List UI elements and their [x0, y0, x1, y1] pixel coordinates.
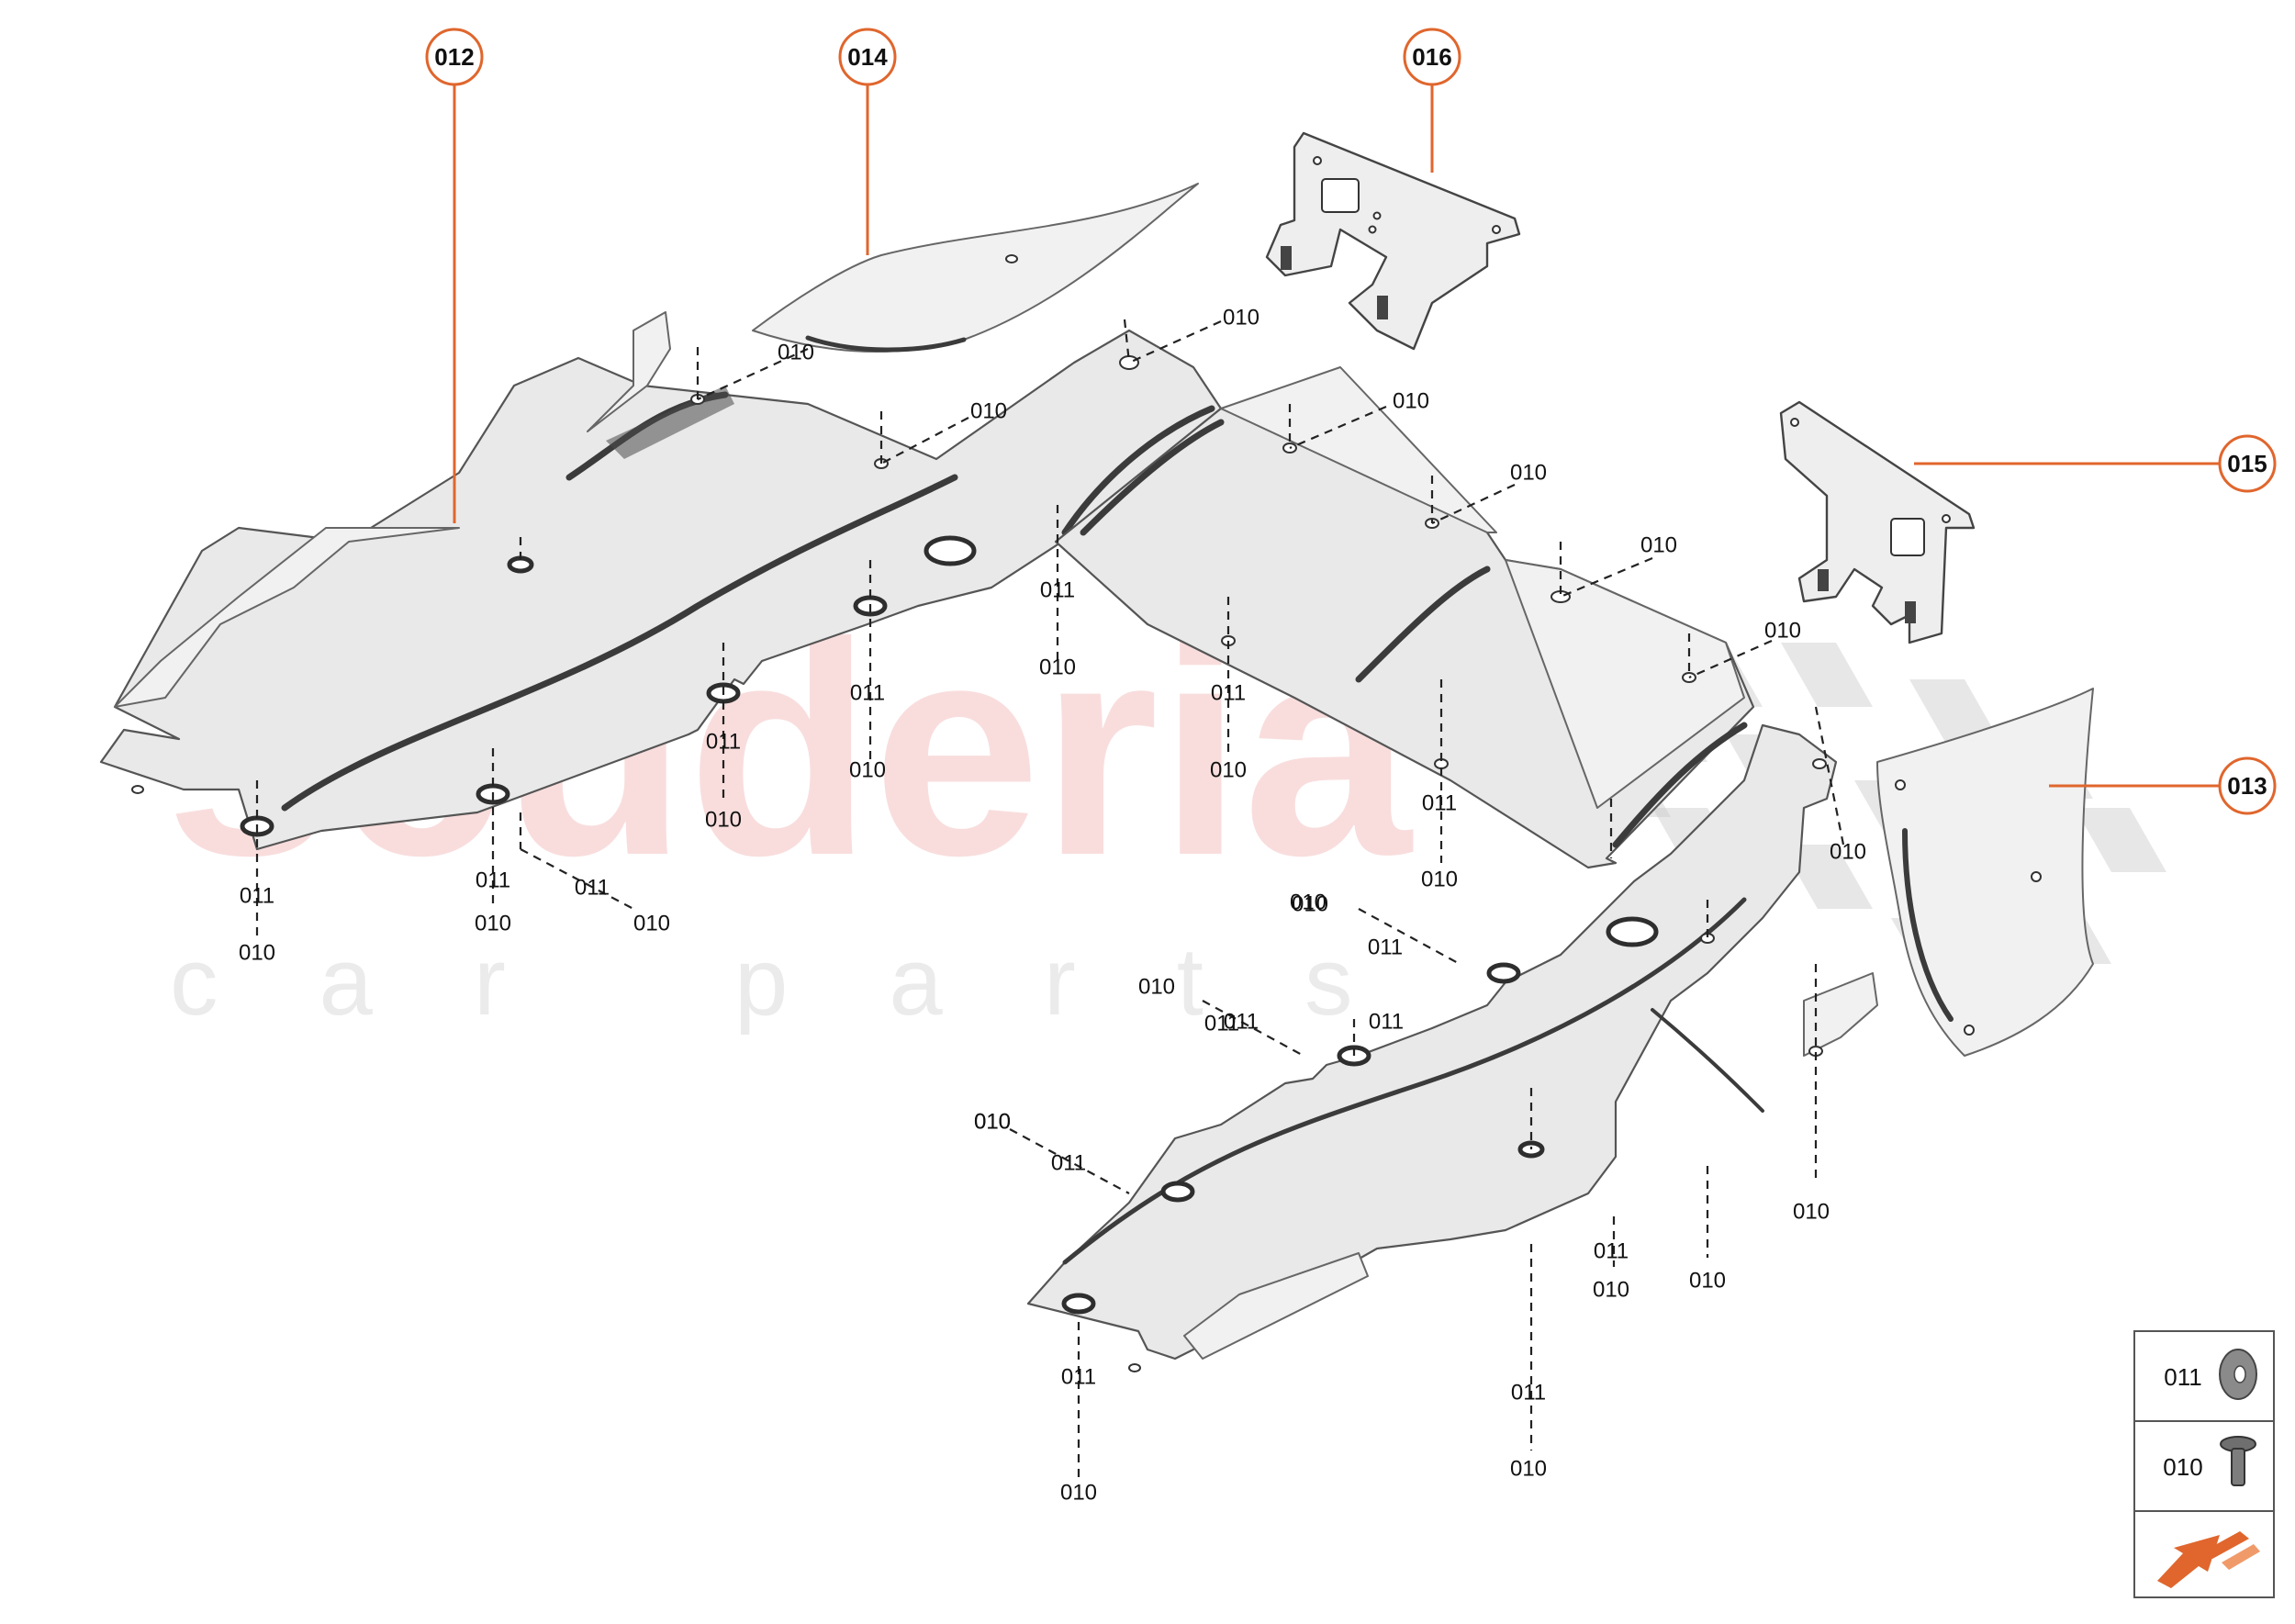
ref-label: 011 [1594, 1239, 1629, 1264]
ref-label: 010 [1223, 306, 1259, 330]
ref-label: 011 [476, 868, 510, 893]
ref-label: 010 [1393, 389, 1429, 414]
ref-label: 011 [850, 681, 885, 706]
ref-label: 010 [1640, 533, 1677, 558]
ref-label: 010 [1510, 461, 1547, 486]
part-016-bracket [1265, 131, 1521, 351]
ref-label: 010 [705, 808, 742, 833]
ref-label: 010 [1421, 868, 1458, 892]
ref-label: 011 [240, 884, 274, 909]
reference-labels: 010 010 010 010 010 010 010 011 010 011 … [239, 306, 1866, 1506]
callout-014: 014 [847, 43, 888, 71]
ref-label: 010 [1060, 1481, 1097, 1506]
ref-label: 011 [1211, 681, 1246, 706]
part-013-side-panel [1876, 688, 2094, 1057]
ref-label: 011 [1422, 791, 1457, 816]
part-right-diffuser [1026, 723, 1878, 1372]
callouts: 012 014 016 015 013 [425, 28, 2277, 815]
ref-label: 010 [1764, 619, 1801, 644]
part-015-bracket [1779, 400, 1976, 644]
screw-icon [2220, 1436, 2256, 1486]
leader-lines [255, 319, 1845, 1478]
ref-label: 010 [1039, 655, 1076, 680]
ref-label: 010 [475, 912, 511, 936]
legend-row-010 [2133, 1420, 2275, 1512]
part-014-flap [752, 183, 1199, 353]
ref-label: 010 [1138, 975, 1175, 1000]
ref-label: 010 [974, 1110, 1011, 1135]
ref-label: 010 [849, 758, 886, 783]
ref-label: 011 [1061, 1365, 1096, 1390]
callout-circle-014[interactable] [838, 28, 897, 86]
callout-016: 016 [1412, 43, 1451, 71]
ref-label: 011 [1204, 1012, 1239, 1036]
ref-label: 010 [1830, 840, 1866, 865]
front-direction-arrow-icon [2157, 1531, 2260, 1588]
ref-label: 010 [970, 399, 1007, 424]
ref-label: 010 [1292, 892, 1328, 917]
ref-label: 010 [1290, 890, 1327, 915]
callout-013: 013 [2227, 772, 2267, 800]
washer-icon [2219, 1349, 2257, 1400]
ref-label: 010 [633, 912, 670, 936]
ref-label: 010 [778, 341, 814, 365]
callout-circle-013[interactable] [2218, 756, 2277, 815]
callout-circle-012[interactable] [425, 28, 484, 86]
fastener-legend: 011 010 [2133, 1330, 2275, 1598]
ref-label: 011 [1051, 1151, 1086, 1176]
ref-label: 011 [1511, 1381, 1546, 1406]
ref-label: 010 [1210, 758, 1247, 783]
ref-label: 010 [1793, 1200, 1830, 1225]
ref-label: 010 [1689, 1269, 1726, 1294]
part-012-left-diffuser [99, 311, 1223, 851]
callout-012: 012 [434, 43, 474, 71]
ref-label: 010 [1510, 1457, 1547, 1482]
legend-code-011: 011 [2164, 1363, 2201, 1391]
ref-label: 010 [239, 941, 275, 966]
ref-label: 011 [1369, 1010, 1404, 1035]
ref-label: 011 [1040, 578, 1075, 603]
ref-label: 010 [974, 1110, 1011, 1135]
ref-label: 011 [575, 876, 610, 901]
ref-label: 010 [1593, 1278, 1629, 1303]
callout-circle-016[interactable] [1403, 28, 1461, 86]
watermark-sub: car parts [170, 928, 1453, 1036]
ref-label: 011 [1368, 935, 1403, 960]
ref-label: 011 [706, 730, 741, 755]
legend-code-010: 010 [2163, 1453, 2202, 1481]
callout-circle-015[interactable] [2218, 434, 2277, 493]
ref-label: 011 [1224, 1010, 1259, 1035]
callout-015: 015 [2227, 450, 2267, 477]
